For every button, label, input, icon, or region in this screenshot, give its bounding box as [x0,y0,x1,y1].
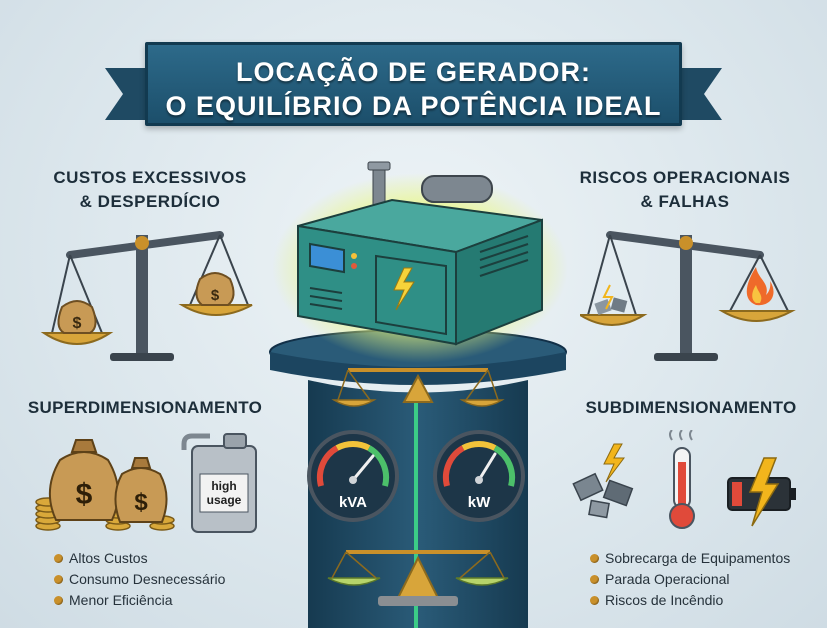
title-line-1: LOCAÇÃO DE GERADOR: [236,57,591,87]
bullet-dot-icon [590,575,599,584]
right-balance-scale-icon [580,231,796,361]
left-balance-scale-icon: $ $ [40,231,253,361]
left-heading-line-2: & DESPERDÍCIO [79,192,221,211]
list-item: Sobrecarga de Equipamentos [588,548,820,569]
kw-gauge: kW [433,430,525,522]
risk-icons [572,430,796,529]
svg-text:$: $ [134,489,148,516]
can-label-line-2: usage [207,493,242,507]
right-heading-line-1: RISCOS OPERACIONAIS [579,168,791,187]
low-battery-icon [727,457,796,527]
banner-body: LOCAÇÃO DE GERADOR: O EQUILÍBRIO DA POTÊ… [145,42,682,126]
bullet-dot-icon [54,575,63,584]
money-bags-icon: $ $ high usage [35,433,257,533]
list-item: Riscos de Incêndio [588,590,820,611]
right-heading: RISCOS OPERACIONAIS & FALHAS [565,166,805,214]
svg-text:$: $ [76,478,93,511]
left-heading-line-1: CUSTOS EXCESSIVOS [53,168,247,187]
left-bullet-list: Altos Custos Consumo Desnecessário Menor… [52,548,282,611]
thermometer-icon [669,430,695,529]
bullet-dot-icon [54,554,63,563]
list-item: Consumo Desnecessário [52,569,282,590]
dollar-sign-icon: $ [73,315,82,332]
title-line-2: O EQUILÍBRIO DA POTÊNCIA IDEAL [165,91,662,121]
lightning-bolt-icon [393,267,415,311]
kva-gauge: kVA [307,430,399,522]
list-item: Parada Operacional [588,569,820,590]
bullet-dot-icon [54,596,63,605]
generator-icon [272,161,568,363]
list-item: Menor Eficiência [52,590,282,611]
list-item: Altos Custos [52,548,282,569]
kw-label: kW [468,494,491,511]
bullet-dot-icon [590,596,599,605]
right-heading-line-2: & FALHAS [640,192,730,211]
right-subheading: SUBDIMENSIONAMENTO [585,398,797,417]
broken-gear-icon [572,443,634,519]
svg-text:$: $ [211,287,220,304]
kva-label: kVA [339,494,367,511]
left-heading: CUSTOS EXCESSIVOS & DESPERDÍCIO [30,166,270,214]
can-label-line-1: high [211,479,236,493]
title-banner: LOCAÇÃO DE GERADOR: O EQUILÍBRIO DA POTÊ… [105,40,722,130]
left-subheading: SUPERDIMENSIONAMENTO [27,398,263,417]
bullet-dot-icon [590,554,599,563]
right-bullet-list: Sobrecarga de Equipamentos Parada Operac… [588,548,820,611]
